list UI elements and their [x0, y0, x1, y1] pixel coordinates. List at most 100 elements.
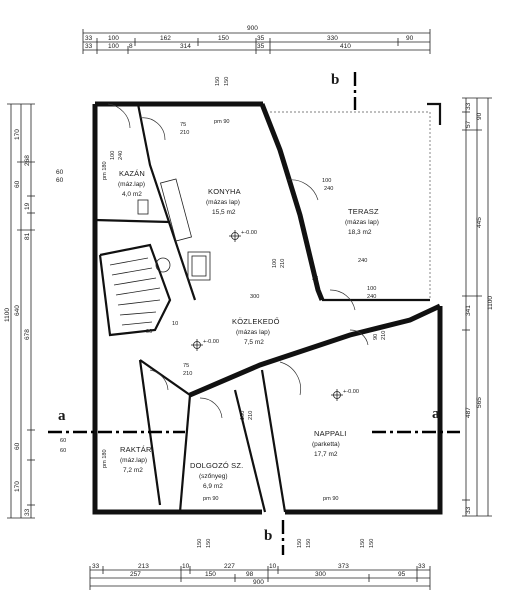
bottom-dim-12: 95	[398, 571, 406, 578]
raktar-window-label: pm 180	[102, 449, 108, 468]
bottom-dim-10: 98	[246, 571, 254, 578]
room-nappali: NAPPALI (parketta) 17,7 m2	[312, 429, 347, 458]
door-kitchen-210: 210	[180, 130, 189, 136]
room-kazan-area: 4,0 m2	[122, 191, 142, 198]
right-dim-2: 57	[465, 120, 472, 128]
left-dim-total: 1100	[4, 308, 11, 322]
bottom-dim-150e: 150	[360, 539, 366, 548]
door-terrace-100: 100	[322, 178, 331, 184]
door-stair-210: 210	[280, 259, 286, 268]
door-nappali-90: 90	[373, 334, 379, 340]
room-raktar-finish: (máz.lap)	[120, 457, 147, 464]
door-terrace-240: 240	[324, 186, 333, 192]
room-konyha-name: KONYHA	[208, 187, 241, 196]
left-dim-4: 60	[14, 180, 21, 188]
stair-dim-90: 90	[146, 329, 152, 335]
bottom-dim-total: 900	[253, 579, 264, 586]
level-nappali: +-0.00	[343, 389, 359, 395]
section-mark-a-right: a	[432, 406, 440, 422]
room-nappali-area: 17,7 m2	[314, 451, 338, 458]
right-dim-8: 33	[465, 506, 472, 514]
right-dim-3: 90	[476, 112, 483, 120]
top-dim-9: 100	[108, 43, 119, 50]
top-dim-13: 410	[340, 43, 351, 50]
right-dim-6: 487	[465, 407, 472, 418]
room-kozlekedo: KÖZLEKEDŐ (mázas lap) 7,5 m2	[232, 317, 280, 346]
kazan-window-label: pm 180	[102, 161, 108, 180]
section-mark-a-left: a	[58, 408, 66, 424]
bottom-dim-11: 300	[315, 571, 326, 578]
room-nappali-name: NAPPALI	[314, 429, 347, 438]
door-nappali-210: 210	[381, 331, 387, 340]
bottom-dim-5: 10	[269, 563, 277, 570]
door-kazan-240: 240	[118, 151, 124, 160]
bottom-dim-150c: 150	[297, 539, 303, 548]
bottom-dim-6: 373	[338, 563, 349, 570]
bottom-dim-3: 10	[182, 563, 190, 570]
section-mark-b-top: b	[331, 72, 339, 88]
right-dim-4: 445	[476, 217, 483, 228]
door-swings	[107, 103, 369, 419]
room-terasz-finish: (mázas lap)	[345, 219, 379, 226]
bottom-dim-150b: 150	[206, 539, 212, 548]
left-dim-11: 60	[56, 177, 64, 184]
opening-labels: pm 90 pm 90 pm 90 pm 180 pm 180 75 210 7…	[60, 77, 387, 548]
window-bottom-left-label: pm 90	[203, 496, 219, 502]
top-dim-150b: 150	[224, 77, 230, 86]
top-dim-7: 90	[406, 35, 414, 42]
room-terasz-name: TERASZ	[348, 207, 379, 216]
window-bottom-right-label: pm 90	[323, 496, 339, 502]
room-dolgozo-name: DOLGOZÓ SZ.	[190, 461, 243, 470]
bottom-dim-9: 150	[205, 571, 216, 578]
room-konyha: KONYHA (mázas lap) 15,5 m2	[206, 187, 241, 216]
level-konyha: +-0.00	[241, 230, 257, 236]
door-kazan-100: 100	[110, 151, 116, 160]
left-dim-2: 268	[24, 155, 31, 166]
top-dim-1: 33	[85, 35, 93, 42]
room-kozlekedo-finish: (mázas lap)	[236, 329, 270, 336]
door-stair-100: 100	[272, 259, 278, 268]
top-dim-10: 8	[129, 43, 133, 50]
left-dim-60a: 60	[60, 438, 66, 444]
bottom-dim-2: 213	[138, 563, 149, 570]
door-dolgozo-210: 210	[248, 411, 254, 420]
section-cuts: a a b b	[48, 72, 460, 555]
left-dimensions: 1100 170 268 640 60 19 81 678 60 170 33 …	[4, 103, 64, 519]
left-dim-1: 170	[14, 129, 21, 140]
level-markers: +-0.00 +-0.00 +-0.00	[191, 230, 359, 401]
right-dim-7: 565	[476, 397, 483, 408]
door-living-240: 240	[367, 294, 376, 300]
left-dim-3: 640	[14, 305, 21, 316]
room-kazan-finish: (máz.lap)	[118, 181, 145, 188]
room-raktar-area: 7,2 m2	[123, 467, 143, 474]
right-dimensions: 1100 33 57 90 445 341 487 565 33	[462, 97, 494, 517]
top-dimensions: 900 33 100 162 150 35 330 90 33 100 8 31…	[82, 25, 431, 54]
bottom-dim-4: 227	[224, 563, 235, 570]
top-dim-8: 33	[85, 43, 93, 50]
left-dim-6: 81	[24, 232, 31, 240]
top-dim-total: 900	[247, 25, 258, 32]
top-dim-4: 150	[218, 35, 229, 42]
top-dim-2: 100	[108, 35, 119, 42]
room-dolgozo-area: 6,9 m2	[203, 483, 223, 490]
left-dim-8: 60	[14, 442, 21, 450]
corridor-dim-300: 300	[250, 294, 259, 300]
door-kitchen-75: 75	[180, 122, 186, 128]
door-dolgozo-100: 100	[240, 411, 246, 420]
left-dim-7: 678	[24, 329, 31, 340]
top-dim-5: 35	[257, 35, 265, 42]
bottom-dim-7: 33	[418, 563, 426, 570]
room-kazan: KAZÁN (máz.lap) 4,0 m2	[118, 169, 145, 198]
right-dim-total: 1100	[487, 296, 494, 310]
bottom-dim-150d: 150	[306, 539, 312, 548]
room-nappali-finish: (parketta)	[312, 441, 340, 448]
stair-dim-10: 10	[172, 321, 178, 327]
bottom-dim-150a: 150	[197, 539, 203, 548]
section-mark-b-bottom: b	[264, 528, 272, 544]
top-dim-150a: 150	[215, 77, 221, 86]
room-konyha-area: 15,5 m2	[212, 209, 236, 216]
bottom-dim-150f: 150	[369, 539, 375, 548]
room-kozlekedo-name: KÖZLEKEDŐ	[232, 317, 280, 326]
room-terasz: TERASZ (mázas lap) 18,3 m2	[345, 207, 379, 236]
fixtures	[109, 178, 211, 326]
